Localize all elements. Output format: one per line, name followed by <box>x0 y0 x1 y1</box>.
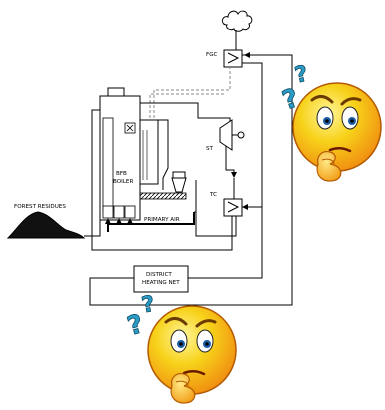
tc-exchanger <box>223 198 243 217</box>
fgc-water-line <box>242 54 293 306</box>
primary-air-label: PRIMARY AIR <box>144 217 180 223</box>
thinking-face-icon <box>292 82 382 182</box>
dh-return-line <box>89 277 290 306</box>
fuel-feeder <box>139 192 187 200</box>
dh-supply-line <box>188 258 263 279</box>
fgc-return-line <box>242 62 263 258</box>
district-label-2: HEATING NET <box>142 280 180 286</box>
svg-text:?: ? <box>293 62 311 89</box>
arrow-icon <box>242 204 248 210</box>
district-heating-box <box>133 265 189 293</box>
steam-turbine <box>219 119 233 151</box>
thinking-face-icon <box>147 305 237 404</box>
primary-air-line <box>107 212 195 232</box>
district-label-1: DISTRICT <box>146 272 172 278</box>
arrow-icon <box>231 172 237 178</box>
boiler-label-2: BOILER <box>113 179 133 185</box>
flue-gas-line <box>153 67 231 118</box>
cloud-icon <box>221 10 253 32</box>
boiler-label-1: BFB <box>116 171 127 177</box>
forest-residues-pile <box>6 211 86 239</box>
generator-icon <box>237 131 245 139</box>
turbine-exhaust-line <box>225 146 235 176</box>
feedwater-line <box>91 109 233 251</box>
arrow-icon <box>244 52 250 58</box>
svg-text:?: ? <box>140 292 157 319</box>
forest-residues-label: FOREST RESIDUES <box>14 204 66 210</box>
fgc-exchanger <box>223 49 243 68</box>
st-label: ST <box>206 146 214 152</box>
fgc-label: FGC <box>206 52 218 58</box>
fuel-hopper <box>171 177 187 193</box>
tc-label: TC <box>209 192 217 198</box>
backpass <box>139 119 159 185</box>
